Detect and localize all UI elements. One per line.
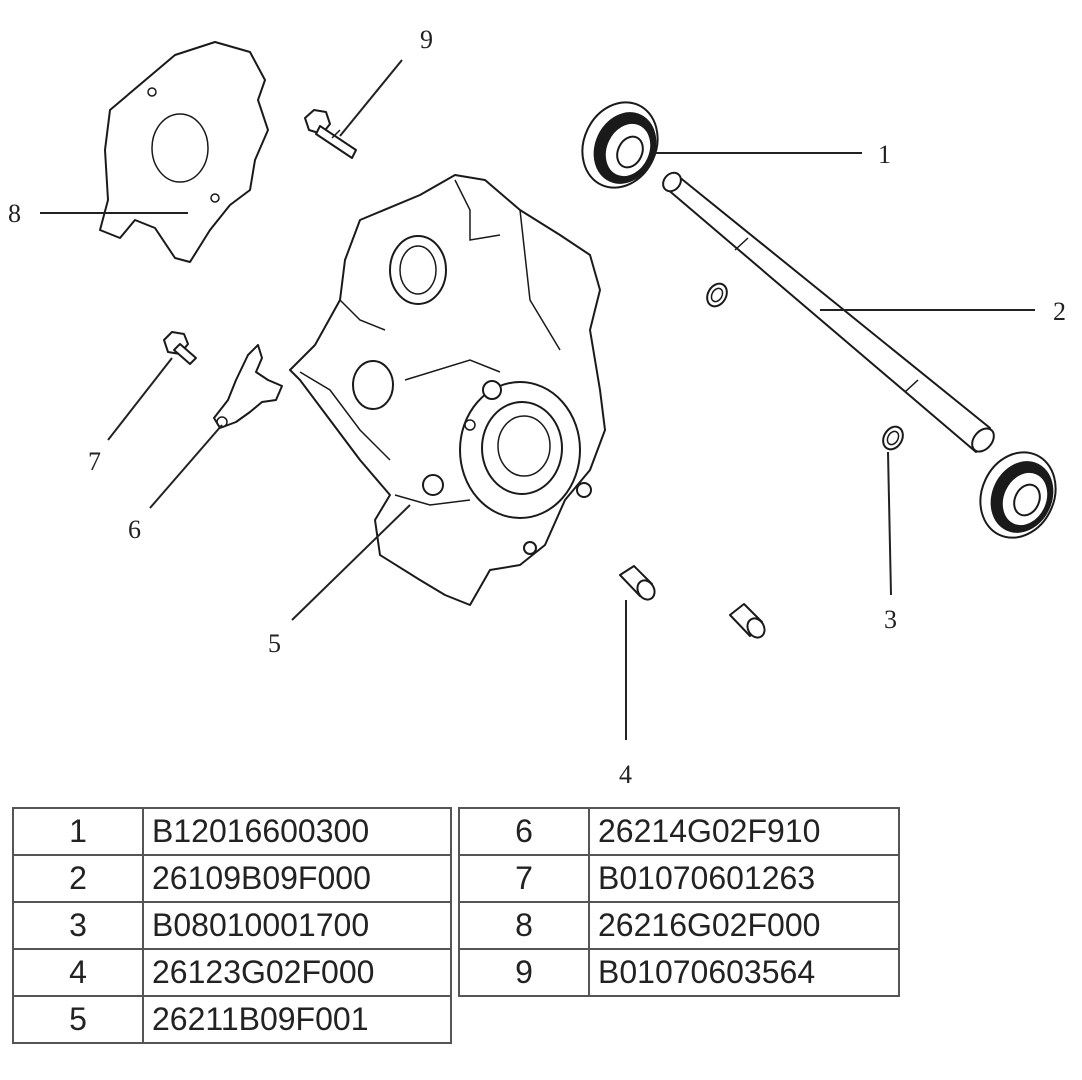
part-code-cell: B08010001700 [142, 901, 452, 950]
callout-9: 9 [420, 25, 433, 54]
callout-5: 5 [268, 629, 281, 658]
part-code-cell: 26109B09F000 [142, 854, 452, 903]
table-row: 5 26211B09F001 [12, 995, 452, 1044]
part-number-cell: 2 [12, 854, 144, 903]
parts-table-left: 1 B12016600300 2 26109B09F000 3 B0801000… [12, 807, 452, 1044]
part-code-cell: B12016600300 [142, 807, 452, 856]
bushing-part-4 [619, 565, 766, 639]
table-row: 2 26109B09F000 [12, 854, 452, 903]
gearbox-housing-part-5 [289, 174, 606, 606]
part-number-cell: 5 [12, 995, 144, 1044]
part-number-cell: 7 [458, 854, 590, 903]
bolt-part-7 [163, 331, 197, 365]
shift-fork-part-6 [213, 344, 283, 429]
part-number-cell: 6 [458, 807, 590, 856]
table-row: 4 26123G02F000 [12, 948, 452, 997]
callout-6: 6 [128, 515, 141, 544]
table-row: 1 B12016600300 [12, 807, 452, 856]
callout-7: 7 [88, 447, 101, 476]
table-row: 3 B08010001700 [12, 901, 452, 950]
table-row: 8 26216G02F000 [458, 901, 900, 950]
part-code-cell: 26216G02F000 [588, 901, 900, 950]
part-number-cell: 9 [458, 948, 590, 997]
table-row: 6 26214G02F910 [458, 807, 900, 856]
leader-lines [40, 59, 1035, 740]
gasket-plate-part-8 [99, 41, 269, 263]
callout-8: 8 [8, 199, 21, 228]
circlip-part-3 [706, 282, 904, 451]
shaft-part-2 [662, 171, 995, 453]
parts-table-right: 6 26214G02F910 7 B01070601263 8 26216G02… [458, 807, 900, 997]
table-row: 7 B01070601263 [458, 854, 900, 903]
callout-1: 1 [878, 140, 891, 169]
bolt-part-9 [304, 109, 357, 159]
part-code-cell: B01070603564 [588, 948, 900, 997]
table-row: 9 B01070603564 [458, 948, 900, 997]
callout-4: 4 [619, 760, 632, 789]
bearing-part-1 [581, 101, 659, 189]
part-code-cell: 26211B09F001 [142, 995, 452, 1044]
callout-3: 3 [884, 605, 897, 634]
part-number-cell: 8 [458, 901, 590, 950]
part-number-cell: 4 [12, 948, 144, 997]
part-number-cell: 3 [12, 901, 144, 950]
exploded-parts-diagram: 1 2 3 4 5 6 7 8 9 [8, 25, 1066, 789]
part-code-cell: 26123G02F000 [142, 948, 452, 997]
callout-labels: 1 2 3 4 5 6 7 8 9 [8, 25, 1066, 789]
callout-2: 2 [1053, 297, 1066, 326]
part-code-cell: 26214G02F910 [588, 807, 900, 856]
bearing-part-1-second [979, 451, 1057, 539]
part-number-cell: 1 [12, 807, 144, 856]
part-code-cell: B01070601263 [588, 854, 900, 903]
